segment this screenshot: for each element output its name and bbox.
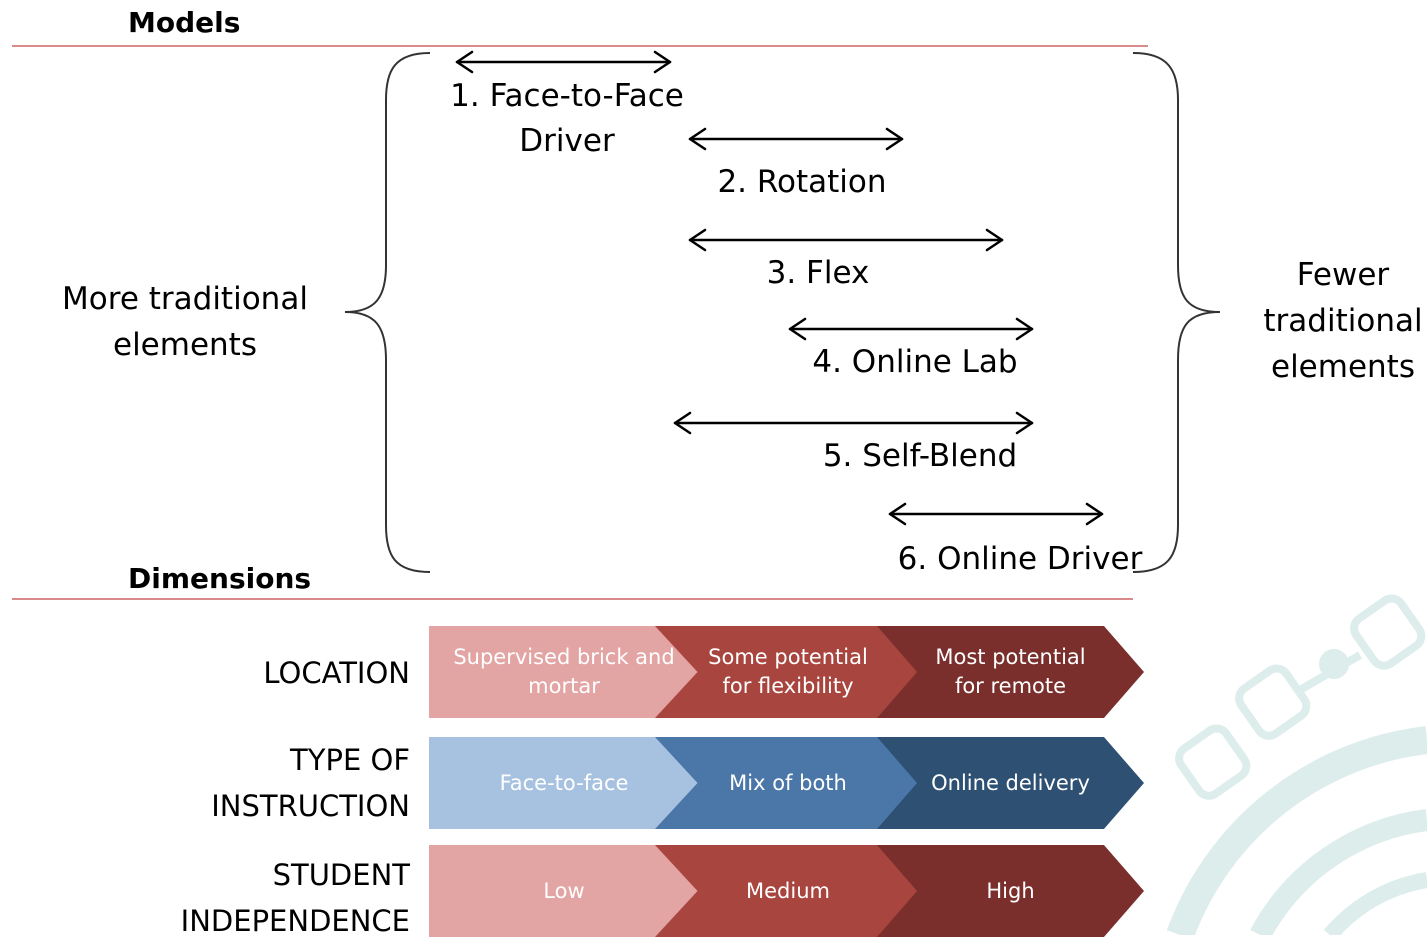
- independence-step-low: Low: [429, 845, 699, 937]
- model-label-face-to-face-driver: 1. Face-to-Face Driver: [450, 78, 684, 159]
- left-brace: [344, 52, 431, 573]
- range-arrow-6: [888, 502, 1104, 526]
- models-divider: [12, 45, 1148, 47]
- independence-step-high: High: [877, 845, 1144, 937]
- models-title: Models: [128, 6, 241, 39]
- model-label-online-driver: 6. Online Driver: [897, 541, 1143, 577]
- model-label-online-lab: 4. Online Lab: [812, 344, 1018, 380]
- model-label-rotation: 2. Rotation: [717, 164, 887, 200]
- instruction-step-face-to-face: Face-to-face: [429, 737, 699, 829]
- range-arrow-4: [788, 317, 1034, 341]
- model-label-self-blend: 5. Self-Blend: [822, 438, 1018, 474]
- independence-step-medium: Medium: [655, 845, 921, 937]
- range-arrow-1: [455, 50, 672, 74]
- range-arrow-5: [673, 411, 1034, 435]
- dimension-label-type-of-instruction: TYPE OF INSTRUCTION: [211, 743, 410, 823]
- range-arrow-3: [688, 228, 1004, 252]
- model-label-flex: 3. Flex: [766, 255, 870, 291]
- range-arrow-2: [688, 127, 904, 151]
- dimensions-divider: [12, 598, 1133, 600]
- dimension-label-location: LOCATION: [263, 656, 410, 690]
- dimensions-title: Dimensions: [128, 562, 312, 595]
- right-brace: [1132, 52, 1221, 573]
- instruction-step-online-delivery: Online delivery: [877, 737, 1144, 829]
- instruction-step-mix-of-both: Mix of both: [655, 737, 921, 829]
- right-side-label: Fewer traditional elements: [1263, 257, 1423, 385]
- dimension-label-student-independence: STUDENT INDEPENDENCE: [180, 858, 410, 938]
- left-side-label: More traditional elements: [62, 281, 308, 363]
